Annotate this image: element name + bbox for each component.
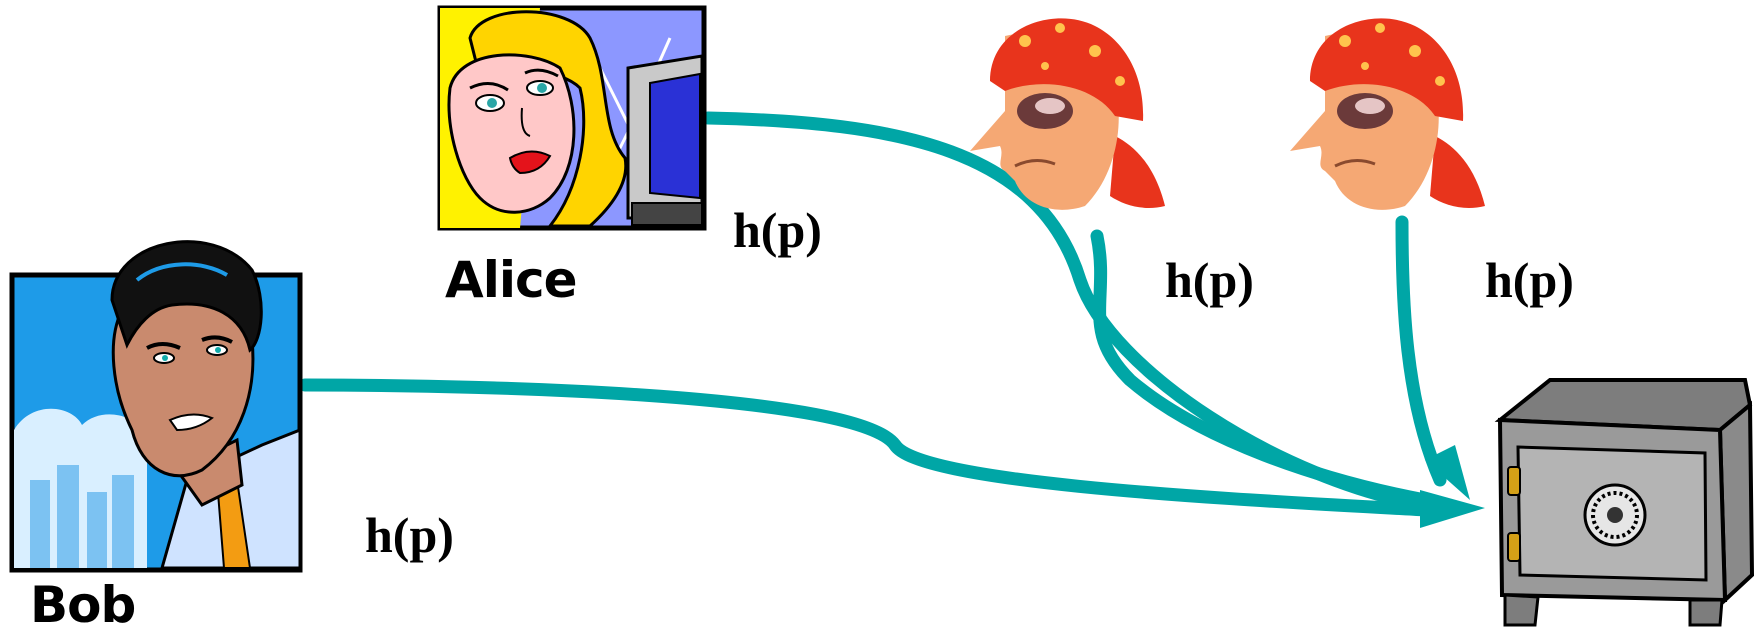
bob-portrait-icon <box>9 240 303 573</box>
hash-label-alice: h(p) <box>733 202 822 258</box>
arrow-bob-to-safe <box>298 378 1432 517</box>
hash-label-bob: h(p) <box>365 507 454 563</box>
hash-label-pirate-1: h(p) <box>1165 252 1254 308</box>
safe-icon <box>1494 378 1755 627</box>
arrowhead-pirate2 <box>1425 445 1470 500</box>
alice-portrait-icon <box>437 5 707 231</box>
hash-label-pirate-2: h(p) <box>1485 252 1574 308</box>
pirate-icon-1 <box>970 18 1165 210</box>
pirate-icon-2 <box>1290 18 1485 210</box>
arrows <box>298 111 1447 517</box>
bob-name-label: Bob <box>30 576 136 634</box>
alice-name-label: Alice <box>445 251 578 309</box>
arrow-pirate2-to-safe <box>1395 215 1447 487</box>
arrow-pirate1-to-safe <box>1090 229 1432 507</box>
arrowhead-shared <box>1420 490 1485 528</box>
